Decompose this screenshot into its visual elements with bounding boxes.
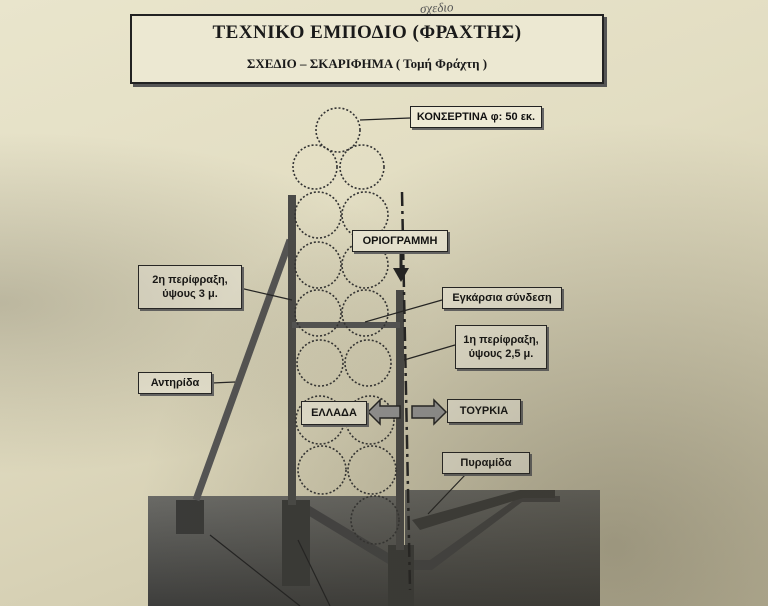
- turkey-arrow: [411, 398, 448, 426]
- label-fence1-line2: ύψους 2,5 μ.: [468, 348, 534, 360]
- label-brace: Αντηρίδα: [138, 372, 212, 394]
- trench: [296, 496, 560, 570]
- page-subtitle: ΣΧΕΔΙΟ – ΣΚΑΡΙΦΗΜΑ ( Τομή Φράχτη ): [246, 56, 488, 71]
- label-fence1-line1: 1η περίφραξη,: [463, 333, 539, 346]
- label-turkey: ΤΟΥΡΚΙΑ: [447, 399, 521, 423]
- leader-pyramid: [427, 473, 467, 515]
- leader-foundation-a: [209, 534, 301, 606]
- label-pyramid: Πυραμίδα: [442, 452, 530, 474]
- label-cross-link: Εγκάρσια σύνδεση: [442, 287, 562, 309]
- label-fence1: 1η περίφραξη, ύψους 2,5 μ.: [455, 325, 547, 369]
- cross-link-bar: [292, 322, 400, 328]
- label-fence2-line2: ύψους 3 μ.: [162, 288, 218, 300]
- label-concertina: ΚΟΝΣΕΡΤΙΝΑ φ: 50 εκ.: [410, 106, 542, 128]
- border-arrow-head: [393, 268, 409, 282]
- leader-brace: [211, 381, 236, 384]
- label-greece: ΕΛΛΑΔΑ: [301, 401, 367, 425]
- leader-cross-link: [364, 299, 443, 323]
- greece-arrow: [366, 398, 401, 426]
- leader-fence2: [239, 287, 293, 301]
- label-fence2-line1: 2η περίφραξη,: [152, 273, 228, 286]
- concertina-coils: [292, 107, 400, 545]
- leader-fence1: [403, 344, 456, 361]
- label-border-line: ΟΡΙΟΓΡΑΜΜΗ: [352, 230, 448, 252]
- pyramid-obstacle: [412, 490, 555, 530]
- page-title: ΤΕΧΝΙΚΟ ΕΜΠΟΔΙΟ (ΦΡΑΧΤΗΣ): [212, 22, 522, 43]
- fence1-post: [396, 290, 404, 550]
- leader-foundation-b: [297, 539, 331, 606]
- leader-concertina: [359, 117, 411, 121]
- brace-foundation: [176, 500, 204, 534]
- fence2-foundation: [282, 500, 310, 586]
- label-fence2: 2η περίφραξη, ύψους 3 μ.: [138, 265, 242, 309]
- border-line: [400, 191, 412, 591]
- title-box: ΤΕΧΝΙΚΟ ΕΜΠΟΔΙΟ (ΦΡΑΧΤΗΣ) ΣΧΕΔΙΟ – ΣΚΑΡΙ…: [130, 14, 604, 84]
- fence2-post: [288, 195, 296, 505]
- brace-bar: [192, 238, 294, 502]
